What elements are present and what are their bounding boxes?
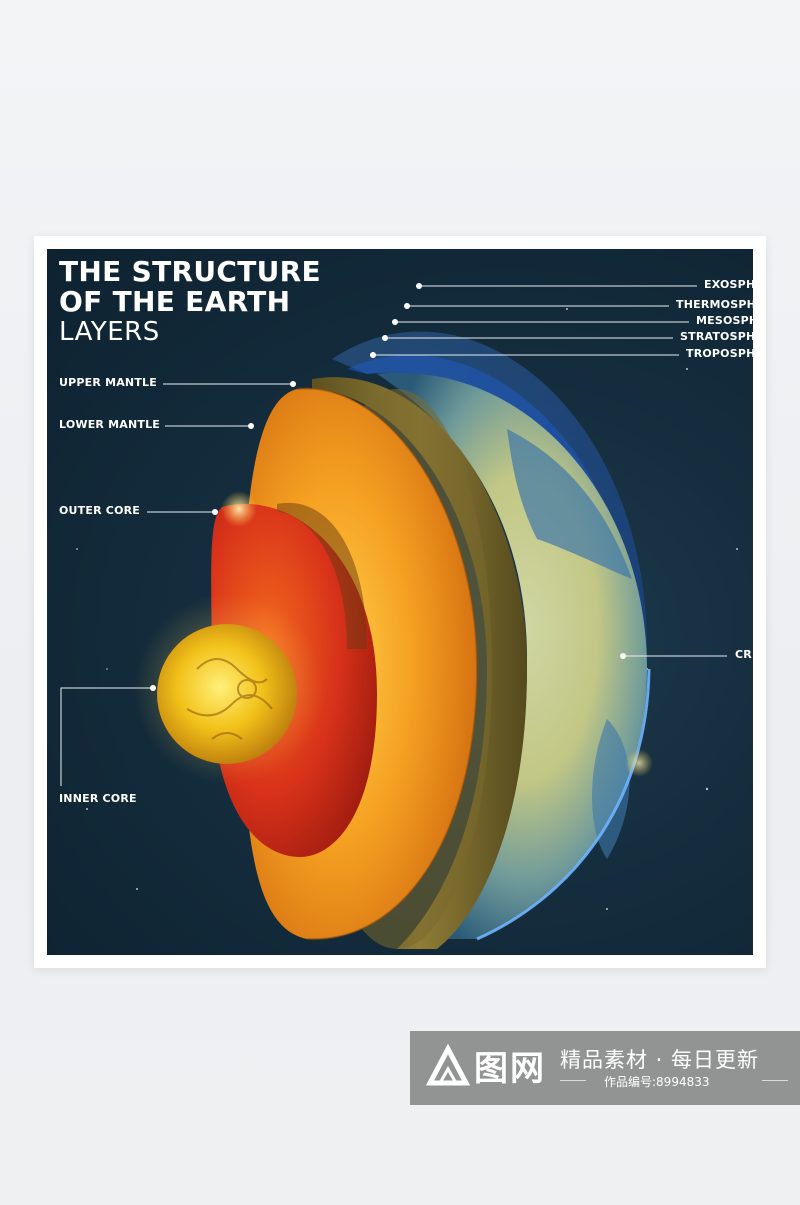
title-line-2: OF THE EARTH [59, 285, 291, 318]
watermark-logo [426, 1043, 471, 1086]
inner-core-sphere [157, 624, 297, 764]
leader-dots [150, 283, 626, 691]
label-exosphere: EXOSPH [704, 278, 753, 291]
light-flare [221, 491, 257, 527]
label-inner-core: INNER CORE [59, 792, 137, 805]
light-flare-2 [625, 749, 653, 777]
watermark-divider-right [762, 1080, 788, 1081]
inner-core-texture [186, 658, 273, 740]
leader-lines [60, 285, 727, 786]
earth-cross-section-illustration [60, 283, 738, 949]
watermark-title: 精品素材 · 每日更新 [560, 1048, 760, 1072]
outer-core-wedge [277, 502, 367, 649]
watermark-divider-left [560, 1080, 586, 1081]
label-mesosphere: MESOSPH [696, 314, 753, 327]
label-stratosphere: STRATOSPH [680, 330, 753, 343]
watermark-id: 作品编号:8994833 [604, 1075, 710, 1089]
label-upper-mantle: UPPER MANTLE [59, 376, 157, 389]
ocean-patch-2 [592, 719, 630, 859]
ocean-patch [507, 429, 632, 579]
label-troposphere: TROPOSPH [686, 347, 753, 360]
label-lower-mantle: LOWER MANTLE [59, 418, 161, 431]
poster-title: THE STRUCTURE OF THE EARTH [59, 257, 321, 317]
earth-structure-poster: THE STRUCTURE OF THE EARTH LAYERS EXOSPH… [47, 249, 753, 955]
watermark-banner: 图网 精品素材 · 每日更新 作品编号:8994833 [410, 1031, 800, 1105]
upper-mantle-edge [296, 387, 479, 941]
label-outer-core: OUTER CORE [59, 504, 141, 517]
globe-rim-light [476, 668, 651, 941]
title-line-1: THE STRUCTURE [59, 255, 321, 288]
label-crust: CRU [735, 648, 753, 661]
poster-subtitle: LAYERS [59, 317, 160, 347]
watermark-logo-text: 图网 [474, 1049, 546, 1089]
label-thermosphere: THERMOSPH [676, 298, 753, 311]
poster-frame: THE STRUCTURE OF THE EARTH LAYERS EXOSPH… [34, 236, 766, 968]
